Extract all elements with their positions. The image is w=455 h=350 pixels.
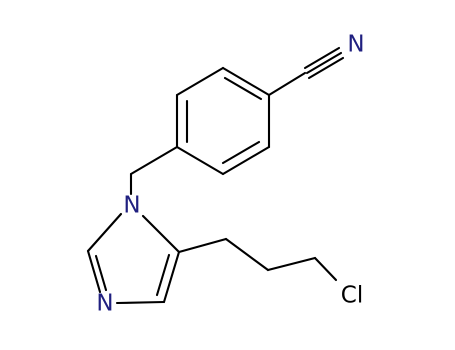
chain-bond-1 [177,237,228,254]
benzene-bond-4 [175,145,225,176]
triple-bond-line-2 [305,51,343,75]
benzene-bond-6 [175,66,225,97]
triple-bond-line-3 [307,56,345,80]
imidazole-bond-c5-n1 [141,214,181,254]
bond-ring-to-nitrile-carbon [267,71,307,97]
nitrile-group [267,46,345,97]
imidazole-n3-label: N [96,291,113,317]
imidazole-bond-c2-n3 [86,249,102,294]
bond-ring-to-ch2 [129,145,179,176]
imidazole-bond-n1-c2 [86,212,123,253]
nitrile-nitrogen-label: N [347,32,364,58]
chain-bond-2 [224,237,270,272]
imidazole-n1-label: N [123,193,140,219]
imidazole-double-bond-c2-n3 [94,254,108,292]
benzene-double-bond-1 [223,76,263,101]
imidazole-double-bond-c4-c5 [155,253,171,297]
chain-bond-3 [266,256,317,272]
chain-bond-to-chlorine [313,256,338,282]
chloropropyl-chain [177,237,338,282]
benzene-bond-3 [221,145,271,176]
benzene-bond-1 [221,66,271,97]
triple-bond-line-1 [303,46,341,70]
chlorine-label: Cl [341,283,363,309]
methylene-linker [129,145,179,196]
benzene-ring [175,66,271,176]
imidazole-bond-c4-c5 [162,250,181,304]
benzene-double-bond-2 [221,140,261,165]
imidazole-bond-n3-c4 [115,300,166,305]
imidazole-ring [86,212,181,305]
